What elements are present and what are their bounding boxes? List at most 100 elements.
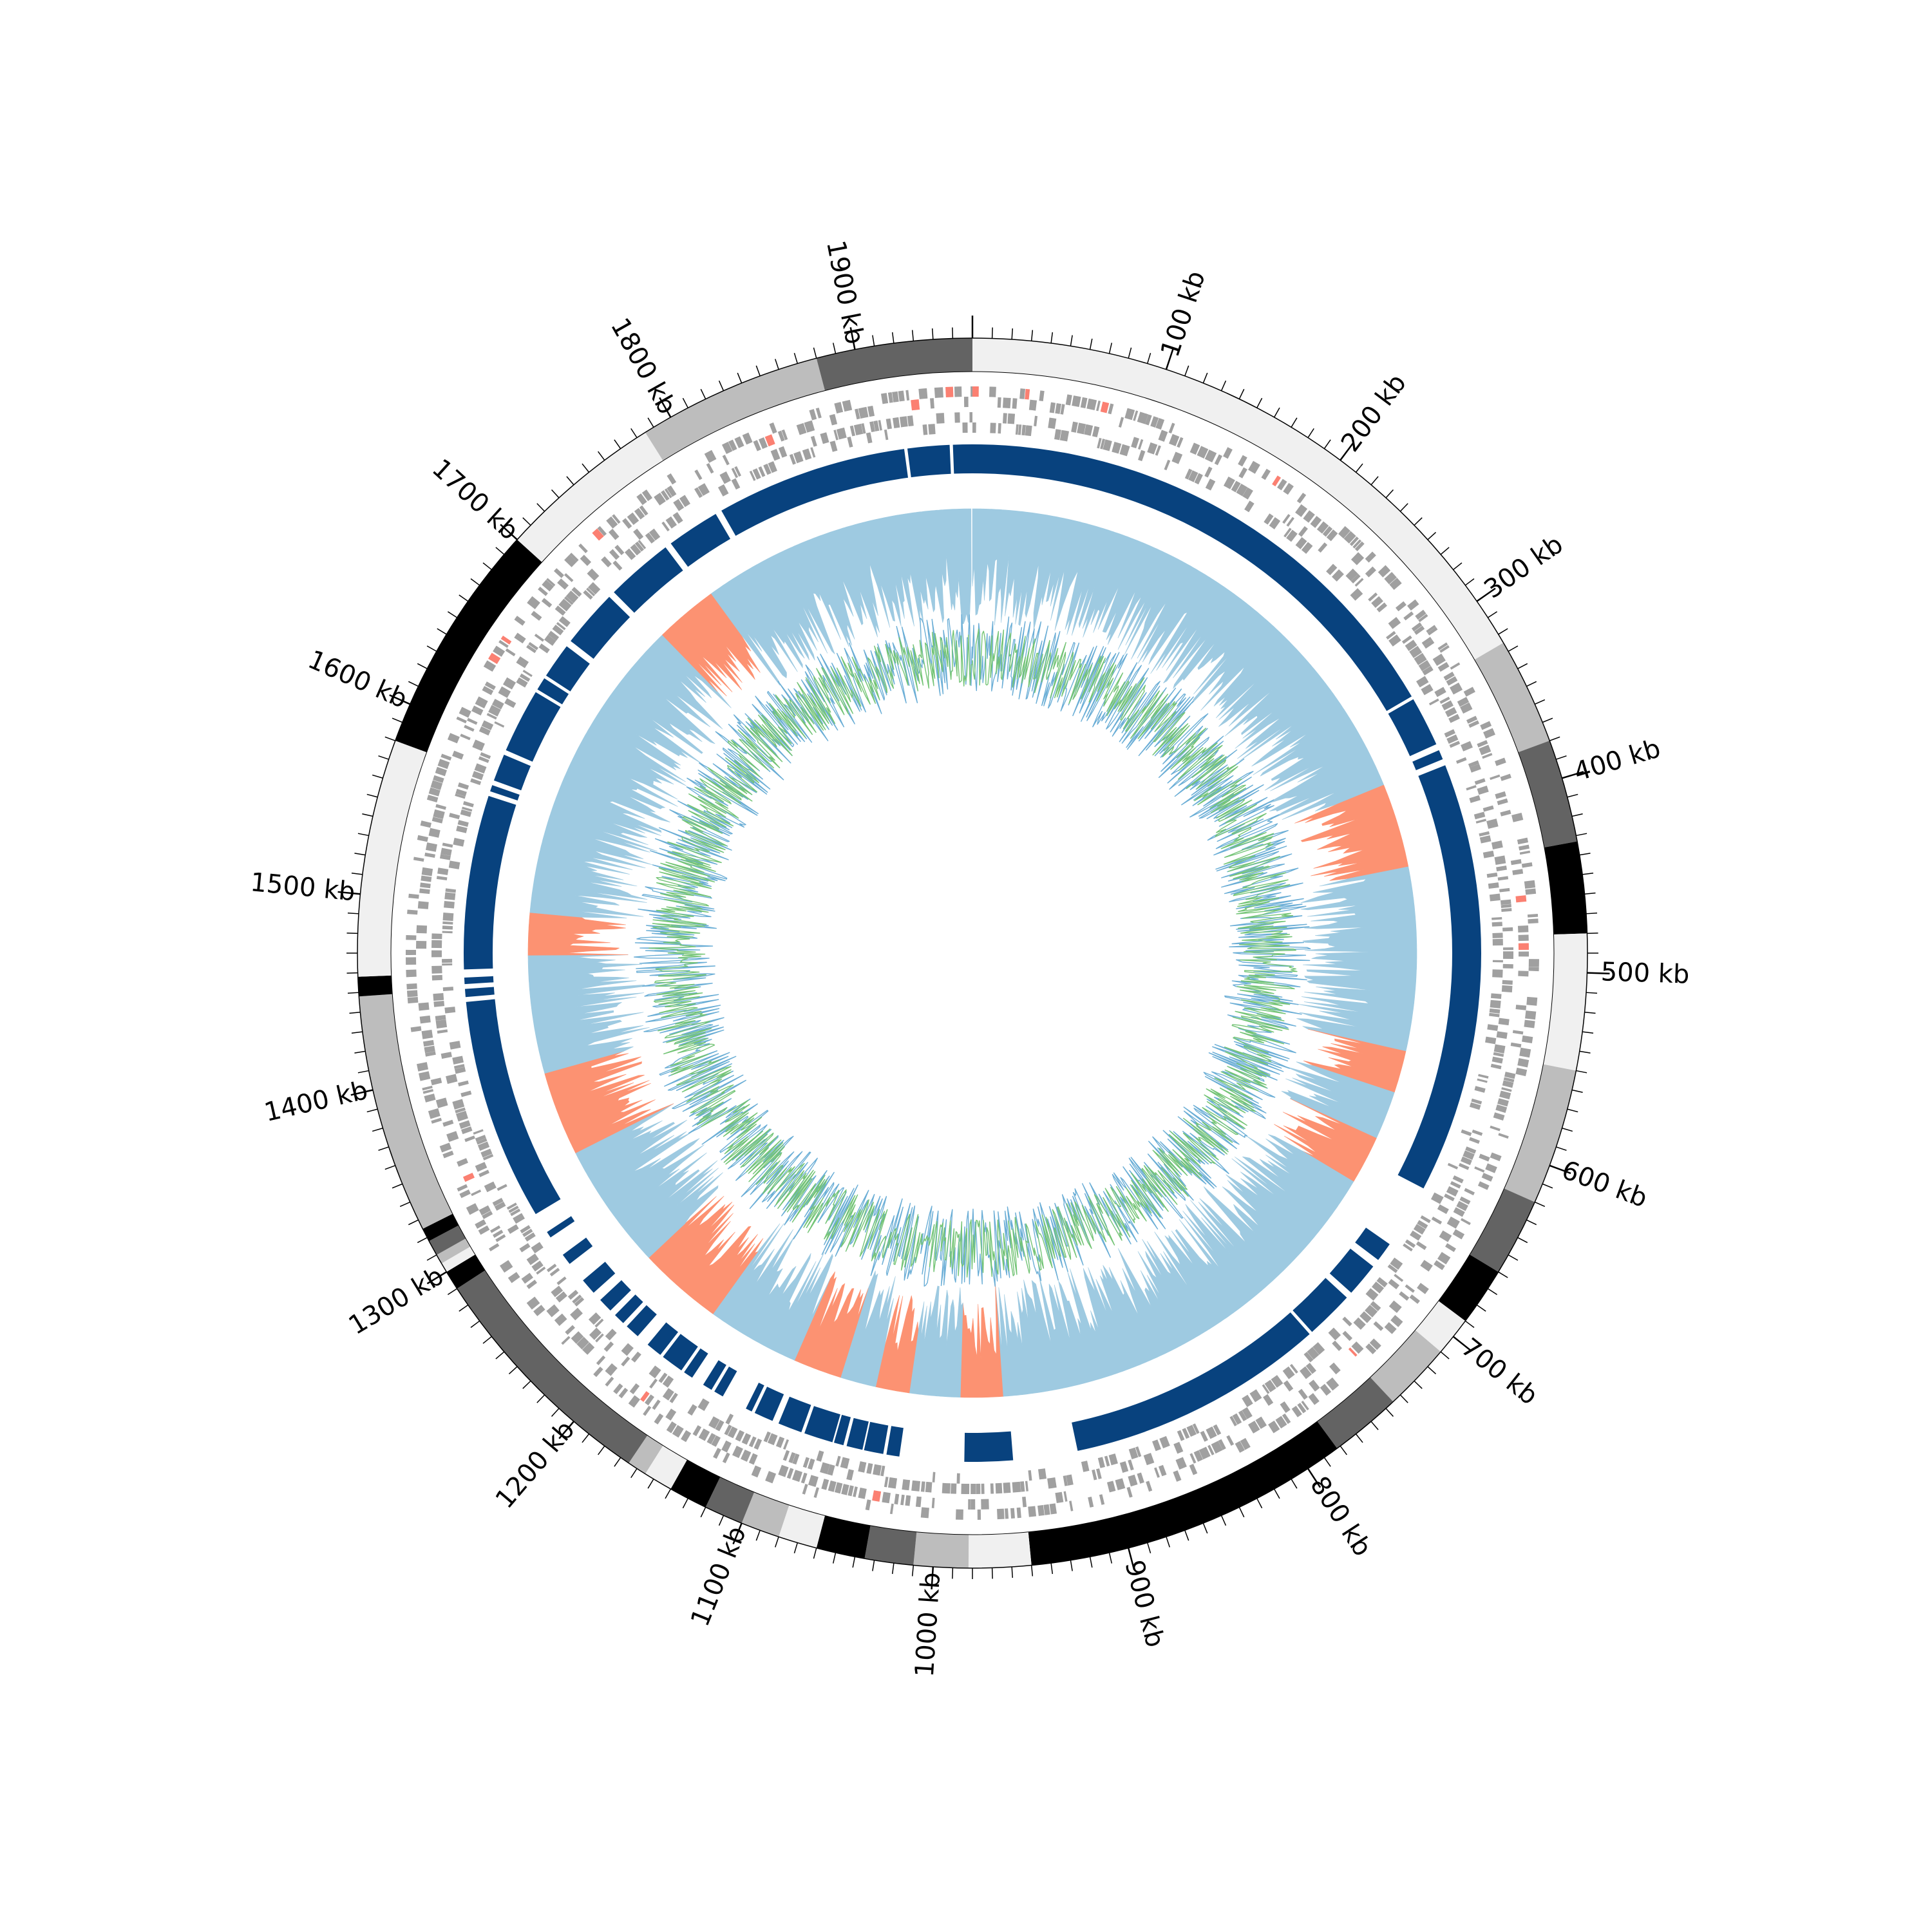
minor-tick: [384, 1165, 396, 1170]
feature-reverse: [1388, 1278, 1399, 1289]
feature-forward: [1010, 1508, 1015, 1519]
feature-reverse: [1417, 1220, 1428, 1229]
feature-reverse: [522, 669, 533, 677]
minor-tick: [1399, 503, 1408, 512]
feature-forward: [1418, 614, 1428, 623]
minor-tick: [482, 562, 492, 571]
feature-reverse: [457, 782, 469, 790]
feature-forward: [538, 587, 548, 596]
feature-reverse: [497, 1184, 507, 1191]
feature-reverse: [928, 424, 936, 435]
major-tick: [389, 694, 411, 705]
feature-reverse: [717, 484, 729, 497]
feature-reverse: [1128, 1447, 1139, 1459]
feature-forward: [605, 1363, 618, 1376]
block: [600, 1280, 631, 1311]
feature-reverse: [528, 641, 538, 650]
feature-reverse: [444, 892, 456, 900]
feature-reverse: [1489, 893, 1501, 902]
feature-reverse: [1492, 922, 1502, 927]
feature-reverse: [829, 440, 838, 452]
contig-segment: [629, 1435, 663, 1474]
feature-forward: [1226, 1435, 1235, 1446]
feature-reverse: [1155, 445, 1161, 456]
feature-reverse: [665, 516, 677, 529]
feature-forward: [1175, 1457, 1187, 1470]
feature-forward: [457, 1158, 468, 1167]
feature-forward: [1452, 1229, 1465, 1240]
minor-tick: [1323, 439, 1331, 450]
gc-skew-positive: [1296, 866, 1417, 1052]
minor-tick: [447, 611, 458, 618]
feature-reverse: [880, 1465, 886, 1477]
block: [778, 1396, 811, 1432]
feature-reverse: [1048, 417, 1057, 429]
minor-tick: [582, 1434, 590, 1443]
major-tick: [1587, 972, 1610, 974]
minor-tick: [1291, 417, 1298, 428]
minor-tick: [682, 397, 688, 408]
feature-forward: [713, 1448, 721, 1459]
feature-forward: [431, 817, 443, 824]
feature-forward: [1247, 1421, 1260, 1434]
minor-tick: [1256, 1498, 1263, 1509]
feature-forward: [1426, 625, 1436, 633]
feature-forward: [1303, 510, 1315, 523]
feature-reverse: [1025, 425, 1032, 437]
feature-reverse: [1416, 1241, 1427, 1250]
feature-reverse: [1206, 1426, 1217, 1439]
feature-reverse: [1405, 639, 1417, 651]
feature-reverse: [658, 1372, 668, 1383]
feature-reverse: [673, 498, 685, 511]
minor-tick: [357, 833, 369, 837]
feature-reverse: [1479, 831, 1490, 837]
feature-forward: [1378, 565, 1391, 578]
feature-reverse: [1489, 1012, 1500, 1018]
feature-reverse: [1103, 439, 1112, 451]
feature-forward: [956, 1509, 963, 1520]
feature-forward: [692, 1425, 702, 1437]
feature-forward: [495, 1234, 506, 1242]
feature-forward: [1411, 622, 1423, 632]
block: [614, 547, 683, 613]
minor-tick: [1517, 663, 1528, 669]
feature-forward: [1468, 720, 1480, 728]
feature-reverse: [810, 435, 817, 447]
contig-segment: [429, 1225, 466, 1255]
tick-label: 500 kb: [1600, 957, 1690, 989]
feature-reverse: [752, 468, 761, 480]
feature-forward: [1499, 1090, 1511, 1100]
feature-reverse: [661, 521, 670, 532]
feature-forward: [1510, 1042, 1522, 1048]
minor-tick: [991, 327, 993, 339]
feature-reverse: [1152, 1439, 1161, 1452]
feature-forward: [1525, 1010, 1537, 1020]
minor-tick: [755, 365, 761, 377]
feature-reverse: [1434, 687, 1446, 697]
feature-forward: [1373, 1321, 1384, 1331]
feature-reverse: [1487, 1024, 1499, 1031]
feature-reverse: [473, 1129, 484, 1135]
feature-reverse: [1231, 480, 1241, 493]
feature-forward: [751, 1465, 762, 1478]
feature-forward: [1498, 1133, 1509, 1139]
minor-tick: [1030, 1565, 1034, 1577]
feature-forward: [1414, 625, 1425, 635]
feature-forward: [1528, 959, 1539, 967]
feature-forward: [1189, 442, 1200, 455]
feature-forward: [452, 750, 464, 760]
feature-forward: [1248, 460, 1260, 474]
feature-forward: [1080, 397, 1088, 408]
feature-forward: [565, 1325, 575, 1335]
feature-reverse: [1066, 1474, 1074, 1486]
feature-forward: [526, 1296, 540, 1310]
feature-forward: [1495, 757, 1506, 766]
minor-tick: [582, 463, 590, 473]
feature-reverse: [1100, 439, 1106, 450]
minor-tick: [1498, 1271, 1508, 1278]
feature-forward: [1477, 1181, 1490, 1190]
feature-reverse: [442, 913, 454, 922]
feature-reverse: [534, 633, 545, 642]
feature-reverse: [849, 425, 856, 437]
minor-tick: [1089, 338, 1093, 350]
